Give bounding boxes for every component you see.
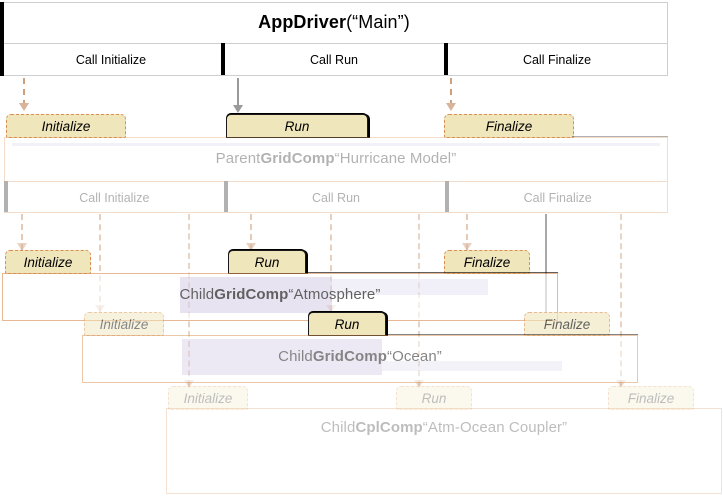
appdriver-calls-row: Call Initialize Call Run Call Finalize (0, 43, 668, 76)
atmosphere-title-bold: GridComp (214, 286, 289, 303)
parent-body (4, 137, 668, 213)
ocean-band (182, 339, 382, 375)
call-label: Call Finalize (522, 53, 592, 67)
call-marker (223, 181, 228, 212)
parent-top-shadow (572, 136, 668, 139)
parent-tab-initialize[interactable]: Initialize (6, 114, 126, 138)
arrowhead-icon (616, 380, 626, 388)
atmosphere-title-prefix: Child (179, 286, 215, 303)
parent-tab-run[interactable]: Run (226, 114, 368, 138)
coupler-tab-initialize[interactable]: Initialize (168, 386, 248, 410)
atmosphere-title-suffix: “Atmosphere” (288, 286, 381, 303)
parent-title-prefix: Parent (215, 150, 261, 167)
appdriver-left-bar (0, 2, 4, 76)
tab-label: Finalize (627, 390, 675, 406)
appdriver-title-bold: AppDriver (258, 12, 347, 32)
arrowhead-initialize-icon (19, 103, 29, 111)
atmosphere-band (180, 277, 332, 313)
tab-label: Initialize (183, 390, 233, 406)
ocean-tab-run[interactable]: Run (308, 312, 386, 336)
tab-label: Initialize (99, 316, 149, 332)
connector-parent-run-atm (250, 214, 252, 250)
appdriver-title-rest: (“Main”) (346, 12, 410, 32)
call-label: Call Initialize (79, 190, 150, 205)
call-marker (444, 43, 448, 75)
tab-label: Initialize (23, 254, 73, 270)
tab-label: Run (421, 390, 447, 406)
arrowhead-icon (184, 380, 194, 388)
parent-component: Parent GridComp “Hurricane Model” Call I… (4, 137, 668, 213)
ocean-title-suffix: “Ocean” (386, 348, 442, 365)
atmosphere-component: Child GridComp “Atmosphere” (2, 273, 558, 321)
appdriver-body (0, 2, 668, 76)
appdriver-call-initialize[interactable]: Call Initialize (0, 43, 222, 76)
arrowhead-icon (462, 243, 472, 251)
call-marker (4, 181, 8, 212)
tab-label: Finalize (543, 316, 591, 332)
appdriver-component: AppDriver (“Main”) Call Initialize Call … (0, 2, 668, 76)
coupler-title-bold: CplComp (355, 419, 423, 436)
call-marker (221, 43, 225, 75)
call-label: Call Run (310, 53, 358, 67)
call-label: Call Run (312, 190, 360, 205)
appdriver-call-finalize[interactable]: Call Finalize (444, 43, 668, 76)
atmosphere-tab-finalize[interactable]: Finalize (444, 250, 530, 274)
connector-appdriver-initialize (23, 78, 25, 106)
call-label: Call Finalize (523, 190, 592, 205)
tab-label: Finalize (485, 118, 533, 134)
connector-parent-fin-ocn (545, 214, 547, 312)
coupler-title: Child CplComp “Atm-Ocean Coupler” (166, 408, 722, 448)
connector-parent-init-atm (21, 214, 23, 250)
tab-label: Run (284, 118, 310, 134)
parent-title-bold: GridComp (260, 150, 335, 167)
coupler-tab-run[interactable]: Run (396, 386, 472, 410)
coupler-body (166, 408, 722, 494)
connector-parent-fin-cpl (620, 214, 622, 386)
ocean-component: Child GridComp “Ocean” (82, 335, 638, 383)
atmosphere-title: Child GridComp “Atmosphere” (2, 273, 558, 317)
parent-calls-row: Call Initialize Call Run Call Finalize (4, 181, 668, 213)
arrowhead-finalize-icon (446, 103, 456, 111)
connector-parent-fin-atm (466, 214, 468, 250)
parent-call-finalize[interactable]: Call Finalize (445, 181, 668, 213)
parent-call-run[interactable]: Call Run (223, 181, 447, 213)
tab-label: Run (334, 316, 360, 332)
parent-title: Parent GridComp “Hurricane Model” (4, 137, 668, 181)
tab-label: Finalize (463, 254, 511, 270)
parent-tab-finalize[interactable]: Finalize (444, 114, 574, 138)
ocean-body (82, 335, 638, 383)
coupler-title-suffix: “Atm-Ocean Coupler” (422, 419, 568, 436)
coupler-title-prefix: Child (320, 419, 356, 436)
arrowhead-run-icon (233, 105, 243, 113)
call-marker (445, 181, 450, 212)
coupler-component: Child CplComp “Atm-Ocean Coupler” (166, 408, 722, 494)
connector-parent-run-ocn (330, 214, 332, 312)
connector-parent-init-ocn (99, 214, 101, 312)
call-label: Call Initialize (75, 53, 147, 67)
ocean-band-2 (382, 361, 562, 371)
ocean-top-shadow (386, 334, 638, 337)
connector-appdriver-finalize (450, 78, 452, 106)
appdriver-call-run[interactable]: Call Run (221, 43, 445, 76)
parent-call-initialize[interactable]: Call Initialize (4, 181, 225, 213)
coupler-tab-finalize[interactable]: Finalize (608, 386, 694, 410)
atmosphere-tab-run[interactable]: Run (228, 250, 306, 274)
ocean-tab-initialize[interactable]: Initialize (84, 312, 164, 336)
connector-appdriver-run (237, 78, 239, 108)
ocean-title: Child GridComp “Ocean” (82, 335, 638, 379)
tab-label: Initialize (41, 118, 91, 134)
arrowhead-icon (414, 380, 424, 388)
call-marker (0, 43, 4, 75)
ocean-tab-finalize[interactable]: Finalize (524, 312, 610, 336)
arrowhead-icon (246, 243, 256, 251)
appdriver-title: AppDriver (“Main”) (0, 2, 668, 43)
parent-title-suffix: “Hurricane Model” (334, 150, 457, 167)
atmosphere-band-2 (332, 279, 488, 295)
arrowhead-icon (17, 243, 27, 251)
ocean-title-bold: GridComp (312, 348, 387, 365)
atmosphere-tab-initialize[interactable]: Initialize (5, 250, 91, 274)
ocean-title-prefix: Child (278, 348, 313, 365)
tab-label: Run (254, 254, 280, 270)
parent-band (12, 143, 660, 146)
